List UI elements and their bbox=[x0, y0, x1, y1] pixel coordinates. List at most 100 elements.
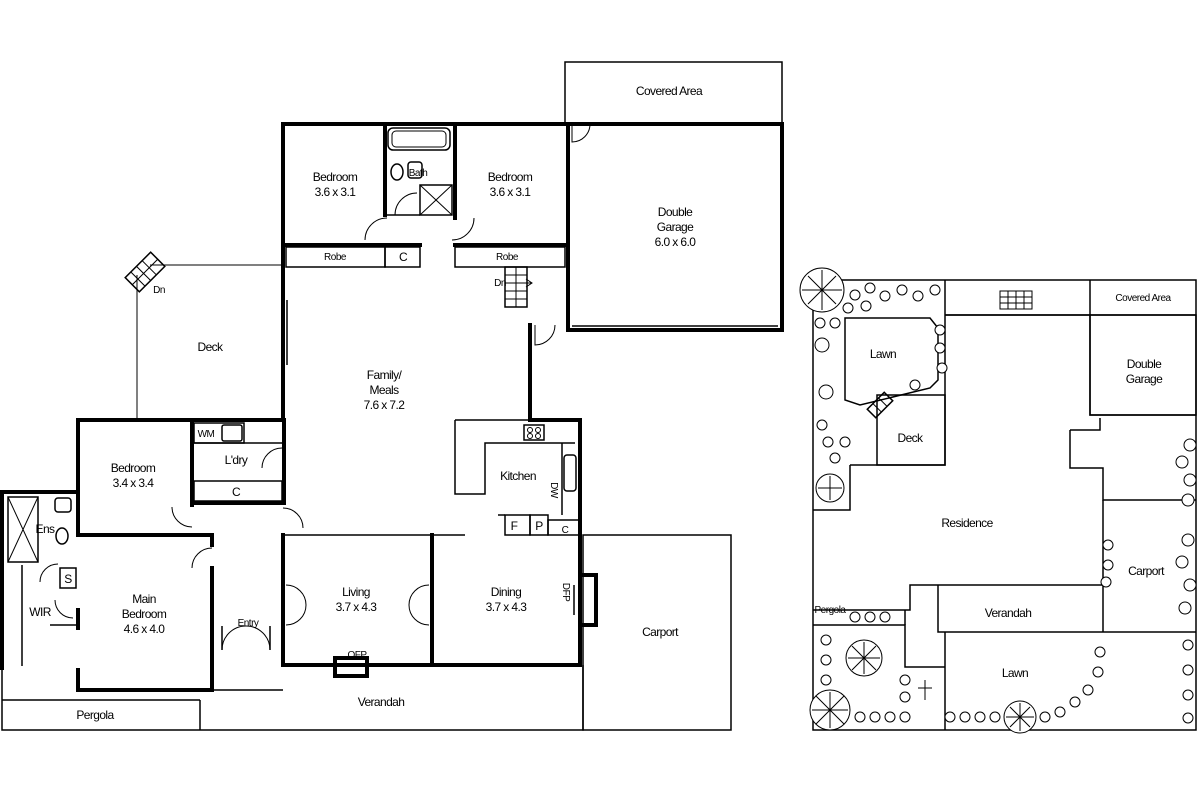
label-entry: Entry bbox=[238, 618, 259, 629]
toilet bbox=[390, 163, 404, 181]
label-deck: Deck bbox=[198, 340, 225, 354]
bedroom2-door bbox=[451, 217, 475, 241]
shower bbox=[419, 184, 453, 216]
shrubs bbox=[814, 282, 1197, 724]
label-storage: S bbox=[64, 572, 72, 586]
label-laundry: L'dry bbox=[225, 453, 248, 467]
label-dining-dim: 3.7 x 4.3 bbox=[486, 600, 528, 614]
label-family: Family/ bbox=[367, 368, 403, 382]
covered-area-door bbox=[571, 123, 591, 143]
label-double-garage-dim: 6.0 x 6.0 bbox=[655, 235, 697, 249]
label-double-garage: Double bbox=[658, 205, 693, 219]
site-residence-south bbox=[813, 584, 1103, 611]
label-bedroom-2-dim: 3.6 x 3.1 bbox=[490, 185, 532, 199]
label-dn-internal: Dn bbox=[494, 278, 506, 289]
label-fridge: F bbox=[511, 519, 518, 533]
label-carport: Carport bbox=[642, 625, 679, 639]
site-label-garage: Garage bbox=[1126, 372, 1163, 386]
label-pergola: Pergola bbox=[76, 708, 114, 722]
double-garage-walls bbox=[566, 122, 784, 332]
label-main-bedroom-dim: 4.6 x 4.0 bbox=[124, 622, 166, 636]
label-bedroom-1-dim: 3.6 x 3.1 bbox=[315, 185, 357, 199]
label-linen-c: C bbox=[399, 250, 408, 264]
label-family-dim: 7.6 x 7.2 bbox=[364, 398, 406, 412]
label-pantry: P bbox=[535, 519, 543, 533]
kitchen-walls bbox=[528, 418, 582, 537]
ensuite-door bbox=[39, 563, 59, 583]
wir-door bbox=[54, 599, 74, 619]
label-main-bedroom: Bedroom bbox=[122, 607, 167, 621]
site-label-verandah: Verandah bbox=[985, 606, 1032, 620]
site-label-covered-area: Covered Area bbox=[1115, 293, 1171, 304]
site-lawn-top bbox=[844, 317, 939, 406]
label-bedroom-2: Bedroom bbox=[488, 170, 533, 184]
label-main: Main bbox=[132, 592, 156, 606]
label-robe-1: Robe bbox=[324, 252, 347, 263]
label-dfp: DFP bbox=[560, 583, 571, 602]
label-bath: Bath bbox=[409, 168, 428, 179]
internal-stairs bbox=[504, 266, 533, 308]
label-kitchen: Kitchen bbox=[500, 469, 536, 483]
site-label-lawn-top: Lawn bbox=[870, 347, 896, 361]
label-wir: WIR bbox=[29, 605, 51, 619]
living-walls bbox=[281, 533, 434, 667]
open-fireplace bbox=[333, 656, 369, 678]
label-meals: Meals bbox=[369, 383, 399, 397]
main-bedroom-door bbox=[191, 547, 213, 569]
main-bedroom-top-wall bbox=[0, 490, 214, 547]
garage-access-door bbox=[534, 324, 556, 346]
label-double-garage-2: Garage bbox=[657, 220, 694, 234]
fridge-space bbox=[504, 514, 531, 536]
cooktop bbox=[523, 424, 545, 441]
site-plan bbox=[799, 267, 1197, 734]
pergola-hatch bbox=[999, 290, 1033, 310]
bedroom-wing-top-wall bbox=[281, 122, 574, 247]
ensuite-storage bbox=[59, 567, 77, 589]
site-label-double: Double bbox=[1127, 357, 1162, 371]
dining-heater-bay bbox=[578, 573, 598, 627]
label-dining: Dining bbox=[491, 585, 521, 599]
site-label-residence: Residence bbox=[941, 516, 993, 530]
label-ofp: OFP bbox=[347, 650, 367, 661]
bedroom3-door bbox=[171, 506, 193, 528]
deck-stairs bbox=[124, 251, 166, 293]
bath-door bbox=[394, 192, 418, 216]
label-wm: WM bbox=[198, 429, 215, 440]
label-laundry-c: C bbox=[232, 485, 241, 499]
trees bbox=[799, 267, 1037, 734]
laundry-trough bbox=[221, 424, 243, 442]
ensuite-basin bbox=[54, 497, 72, 513]
bathtub bbox=[387, 127, 451, 151]
floor-plan-labels: Covered Area Bedroom 3.6 x 3.1 Bath Bedr… bbox=[29, 84, 703, 722]
site-label-deck: Deck bbox=[898, 431, 925, 445]
label-bedroom-1: Bedroom bbox=[313, 170, 358, 184]
label-bedroom-3: Bedroom bbox=[111, 461, 156, 475]
ensuite-toilet bbox=[55, 527, 69, 545]
bedroom1-door bbox=[364, 217, 388, 241]
kitchen-bench bbox=[454, 420, 575, 495]
label-verandah: Verandah bbox=[358, 695, 405, 709]
label-living-dim: 3.7 x 4.3 bbox=[336, 600, 378, 614]
label-dn-deck: Dn bbox=[153, 285, 165, 296]
label-covered-area: Covered Area bbox=[636, 84, 703, 98]
main-bedroom-walls bbox=[76, 566, 214, 692]
ensuite-shower bbox=[7, 496, 39, 563]
label-ensuite: Ens bbox=[36, 522, 55, 536]
living-double-door bbox=[285, 584, 307, 626]
site-label-lawn-bottom: Lawn bbox=[1002, 666, 1028, 680]
site-label-carport: Carport bbox=[1128, 564, 1165, 578]
entry-double-door bbox=[221, 625, 271, 651]
site-boundary bbox=[812, 279, 1197, 731]
label-living: Living bbox=[342, 585, 370, 599]
hall-door bbox=[282, 507, 304, 529]
bath-basin bbox=[407, 161, 423, 179]
kitchen-sink bbox=[563, 454, 577, 492]
label-robe-2: Robe bbox=[496, 252, 519, 263]
floor-plan bbox=[0, 61, 784, 731]
carport-outline bbox=[582, 534, 732, 731]
site-deck-stairs bbox=[866, 391, 894, 419]
site-garage bbox=[1089, 314, 1197, 416]
site-label-pergola: Pergola bbox=[815, 605, 847, 616]
dining-double-door bbox=[408, 584, 430, 626]
label-bedroom-3-dim: 3.4 x 3.4 bbox=[113, 476, 155, 490]
